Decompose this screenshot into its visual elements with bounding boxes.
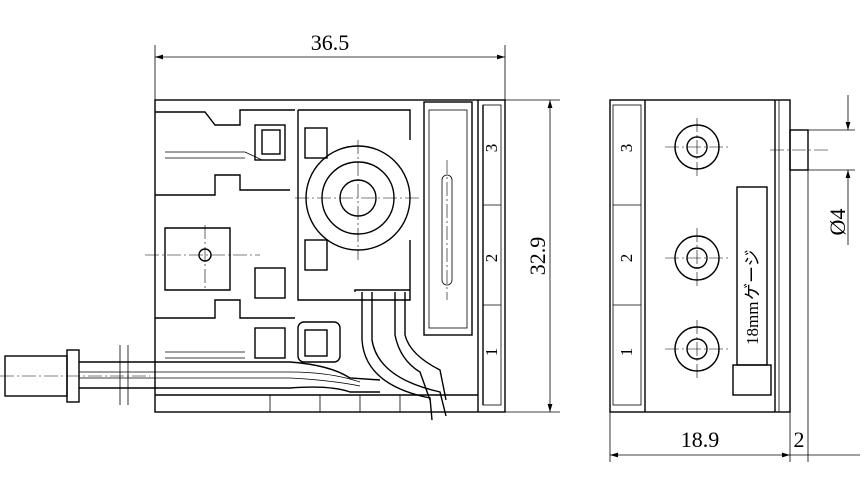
dimension-pin-diameter: Ø4 — [808, 95, 855, 245]
dimension-width: 36.5 — [154, 30, 506, 100]
dimension-side-width: 18.9 2 — [609, 170, 860, 462]
screw-3 — [665, 118, 730, 176]
gauge-label: ゲージ — [743, 249, 762, 300]
dimension-width-label: 36.5 — [311, 30, 350, 55]
front-view: 3 2 1 — [0, 99, 506, 421]
side-terminal-label-2: 2 — [617, 254, 636, 263]
front-terminal-label-3: 3 — [482, 144, 501, 153]
screw-1 — [665, 320, 730, 380]
gauge: 18mm ゲージ — [732, 186, 772, 396]
dimension-side-width-label: 18.9 — [681, 427, 720, 452]
front-terminal-label-1: 1 — [482, 348, 501, 357]
side-terminal-label-1: 1 — [617, 348, 636, 357]
gauge-size: 18mm — [743, 302, 762, 345]
screw-2 — [665, 228, 730, 288]
pin — [789, 129, 809, 171]
side-terminal-label-3: 3 — [617, 144, 636, 153]
dimension-height: 32.9 — [505, 99, 560, 413]
dimension-height-label: 32.9 — [525, 237, 550, 276]
dimension-pin-diameter-label: Ø4 — [825, 209, 850, 236]
front-terminal-label-2: 2 — [482, 254, 501, 263]
side-view: 3 2 1 18mm ゲージ — [609, 99, 830, 413]
dimension-pin-length-label: 2 — [794, 427, 805, 452]
